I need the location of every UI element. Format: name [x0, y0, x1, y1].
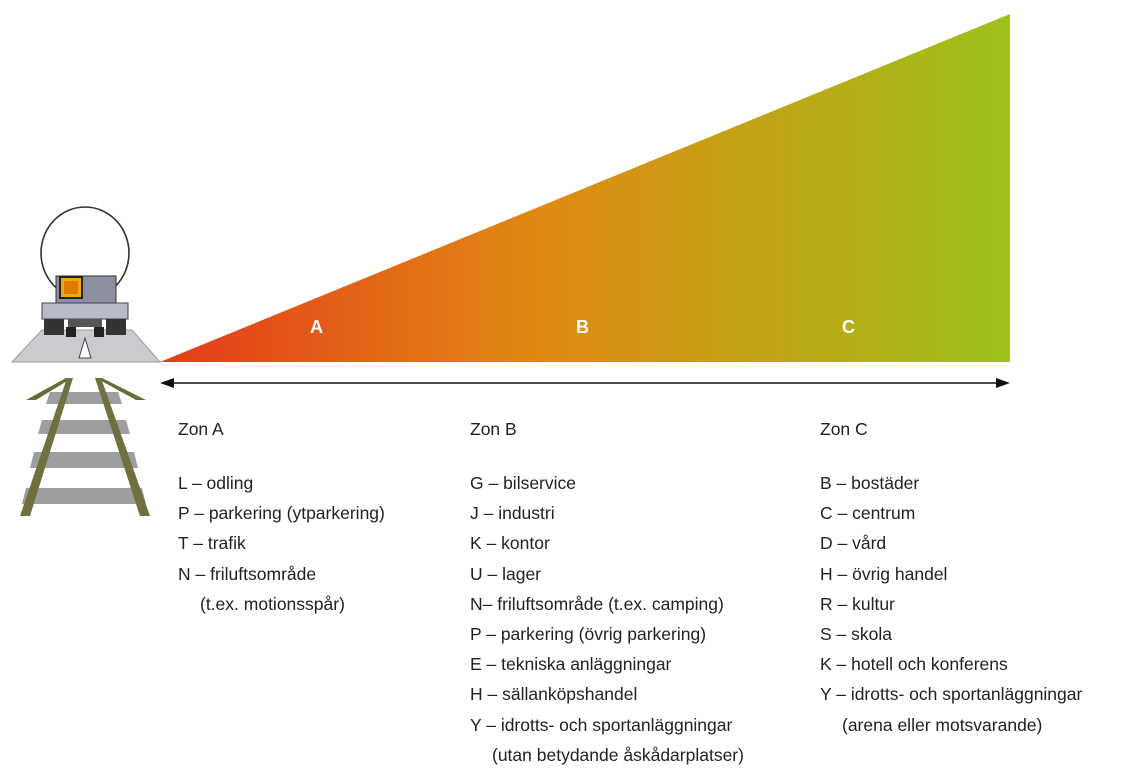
list-item: J – industri	[470, 503, 555, 524]
list-item: B – bostäder	[820, 473, 920, 493]
list-item: H – sällanköpshandel	[470, 684, 638, 705]
list-item: P – parkering (ytparkering)	[178, 503, 385, 524]
list-item: L – odling	[178, 473, 254, 493]
zone-a-column: Zon A L – odling P – parkering (ytparker…	[178, 416, 385, 621]
list-item: D – vård	[820, 533, 887, 554]
list-item-note: (arena eller motsvarande)	[842, 714, 1043, 735]
list-item: Y – idrotts- och sportanläggningar	[470, 714, 733, 735]
zone-b-column: Zon B G – bilservice J – industri K – ko…	[470, 416, 744, 772]
list-item: H – övrig handel	[820, 563, 948, 584]
train-front-icon	[10, 206, 162, 363]
list-item: G – bilservice	[470, 473, 577, 493]
list-item: U – lager	[470, 563, 542, 584]
zone-c-title: Zon C	[820, 419, 868, 439]
list-item: S – skola	[820, 623, 892, 644]
list-item: E – tekniska anläggningar	[470, 654, 672, 675]
zone-c-column: Zon C B – bostäder C – centrum D – vård …	[820, 416, 1082, 742]
railway-track-lower	[20, 378, 150, 516]
list-item: R – kultur	[820, 593, 895, 614]
list-item-note: (t.ex. motionsspår)	[200, 593, 345, 614]
risk-zone-diagram: A B C	[10, 14, 1010, 400]
zone-b-title: Zon B	[470, 419, 517, 439]
zone-a-title: Zon A	[178, 419, 224, 439]
zone-letter-b: B	[576, 317, 589, 337]
list-item: N– friluftsområde (t.ex. camping)	[470, 593, 724, 614]
double-arrow-icon	[160, 378, 1010, 388]
zone-c-list: B – bostäder C – centrum D – vård H – öv…	[820, 470, 1082, 742]
zone-b-list: G – bilservice J – industri K – kontor U…	[470, 470, 744, 772]
zone-letter-a: A	[310, 317, 323, 337]
list-item: T – trafik	[178, 533, 246, 554]
list-item: P – parkering (övrig parkering)	[470, 623, 707, 644]
list-item: Y – idrotts- och sportanläggningar	[820, 684, 1083, 705]
zone-a-list: L – odling P – parkering (ytparkering) T…	[178, 470, 385, 621]
zone-letter-c: C	[842, 317, 855, 337]
list-item: C – centrum	[820, 503, 916, 524]
list-item: K – hotell och konferens	[820, 654, 1008, 675]
list-item: K – kontor	[470, 533, 550, 554]
list-item: N – friluftsområde	[178, 563, 317, 584]
list-item-note: (utan betydande åskådarplatser)	[492, 744, 744, 765]
zone-gradient-wedge	[160, 14, 1010, 362]
